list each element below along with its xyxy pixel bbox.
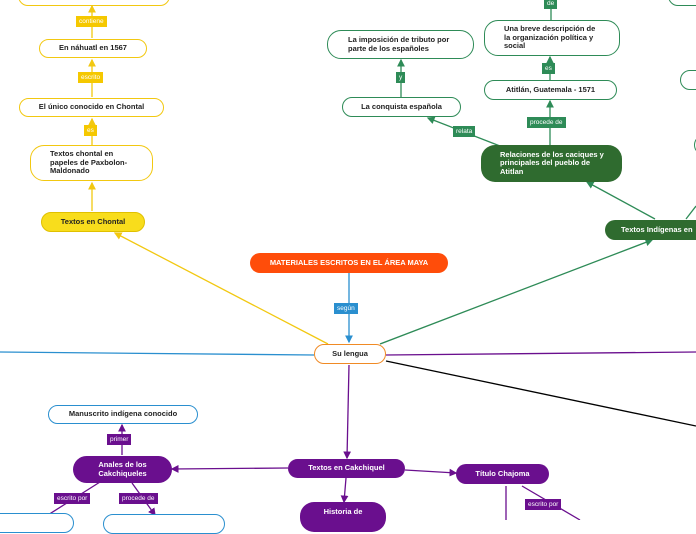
node-textos-chontal-text: Textos en Chontal (60, 216, 126, 226)
node-textos-indigenas-text: Textos Indígenas en (621, 224, 693, 234)
node-manuscrito[interactable]: Manuscrito indígena conocido (48, 405, 198, 424)
node-chontal-papeles[interactable]: Textos chontal en papeles de Paxbolon-Ma… (30, 145, 153, 181)
central-topic-text: MATERIALES ESCRITOS EN EL ÁREA MAYA (269, 257, 429, 267)
node-bottom-mid-partial[interactable] (103, 514, 225, 534)
link-label-escrito-por-right: escrito por (525, 499, 562, 510)
central-topic[interactable]: MATERIALES ESCRITOS EN EL ÁREA MAYA (250, 253, 448, 273)
right-green-node-partial[interactable] (680, 70, 696, 90)
node-chontal-papeles-text: Textos chontal en papeles de Paxbolon-Ma… (50, 149, 128, 176)
link-label-de-top: de (544, 0, 558, 9)
node-relaciones-text: Relaciones de los caciques y principales… (500, 149, 604, 176)
node-imposicion[interactable]: La imposición de tributo por parte de lo… (327, 30, 474, 59)
node-breve-descripcion-text: Una breve descripción de la organización… (504, 24, 596, 51)
node-historia[interactable]: Historia de (300, 502, 386, 532)
link-label-escrito-por-left: escrito por (54, 493, 91, 504)
link-label-primer: primer (107, 434, 132, 445)
link-label-es-right: es (542, 63, 555, 74)
node-su-lengua-text: Su lengua (332, 348, 368, 358)
link-label-y: y (396, 72, 406, 83)
node-nahuatl-1567[interactable]: En náhuatl en 1567 (39, 39, 147, 58)
node-unico-chontal-text: El único conocido en Chontal (38, 102, 145, 112)
node-atitlan-text: Atitlán, Guatemala - 1571 (505, 84, 596, 94)
node-titulo-chajoma-text: Título Chajoma (475, 468, 530, 478)
link-label-relata: relata (453, 126, 476, 137)
node-su-lengua[interactable]: Su lengua (314, 344, 386, 364)
node-atitlan[interactable]: Atitlán, Guatemala - 1571 (484, 80, 617, 100)
top-yellow-node-partial[interactable] (18, 0, 170, 6)
node-textos-indigenas[interactable]: Textos Indígenas en (605, 220, 696, 240)
node-anales-text: Anales de los Cakchiqueles (98, 459, 147, 478)
node-titulo-chajoma[interactable]: Título Chajoma (456, 464, 549, 484)
link-label-escrito: escrito (78, 72, 104, 83)
link-label-contiene: contiene (76, 16, 107, 27)
node-conquista-text: La conquista española (361, 101, 442, 111)
node-imposicion-text: La imposición de tributo por parte de lo… (348, 34, 450, 53)
link-label-procede-de-green: procede de (527, 117, 566, 128)
node-relaciones[interactable]: Relaciones de los caciques y principales… (481, 145, 622, 182)
node-bottom-left-partial[interactable] (0, 513, 74, 533)
node-anales[interactable]: Anales de los Cakchiqueles (73, 456, 172, 483)
link-label-segun: según (334, 303, 358, 314)
node-unico-chontal[interactable]: El único conocido en Chontal (19, 98, 164, 117)
node-nahuatl-1567-text: En náhuatl en 1567 (59, 43, 127, 53)
node-textos-cakchiquel-text: Textos en Cakchiquel (308, 463, 385, 473)
node-historia-text: Historia de (323, 507, 363, 516)
node-manuscrito-text: Manuscrito indígena conocido (68, 409, 178, 419)
link-label-procede-de-purple: procede de (119, 493, 158, 504)
link-label-es-left: es (84, 125, 97, 136)
node-textos-chontal[interactable]: Textos en Chontal (41, 212, 145, 232)
node-conquista[interactable]: La conquista española (342, 97, 461, 117)
node-breve-descripcion[interactable]: Una breve descripción de la organización… (484, 20, 620, 56)
node-textos-cakchiquel[interactable]: Textos en Cakchiquel (288, 459, 405, 478)
